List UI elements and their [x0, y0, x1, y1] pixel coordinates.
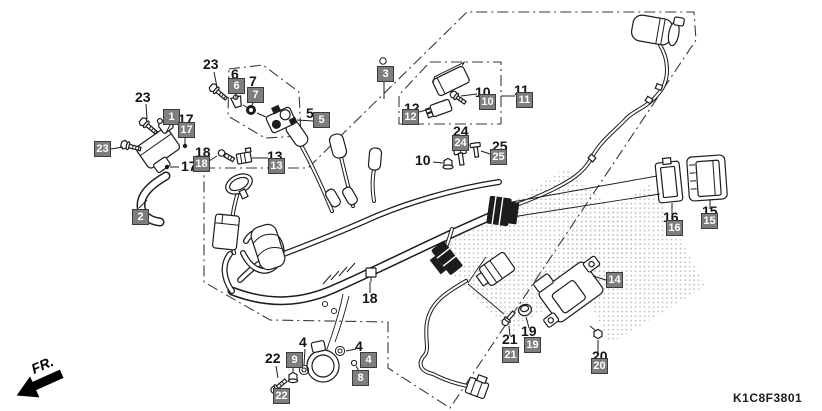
part-callout-box-23[interactable]: 23 — [94, 141, 111, 157]
bolt-23-mid — [138, 117, 159, 135]
bolt-21 — [501, 310, 516, 327]
dark-connector-cluster — [429, 241, 463, 275]
part-connector-15 — [686, 154, 728, 202]
part-number-text: 17 — [181, 158, 197, 174]
clip-13a — [217, 149, 236, 163]
bolt-23-top — [208, 83, 229, 101]
part-callout-box-20[interactable]: 20 — [591, 358, 608, 374]
part-fuse — [432, 61, 470, 97]
diagram-code: K1C8F3801 — [733, 391, 803, 405]
part-callout-box-4[interactable]: 4 — [360, 352, 377, 368]
part-callout-box-2[interactable]: 2 — [132, 209, 149, 225]
nut-19 — [517, 303, 533, 317]
part-callout-box-25[interactable]: 25 — [490, 149, 507, 165]
part-number-text: 7 — [249, 73, 257, 89]
part-callout-box-13[interactable]: 13 — [268, 158, 285, 174]
horn-wire — [321, 293, 350, 353]
part-callout-box-16[interactable]: 16 — [666, 220, 683, 236]
clip-25 — [469, 141, 481, 158]
part-callout-box-3[interactable]: 3 — [377, 66, 394, 82]
bolt-23-left — [119, 139, 142, 152]
part-callout-box-24[interactable]: 24 — [452, 135, 469, 151]
part-connector-16 — [654, 157, 684, 204]
part-number-text: 5 — [306, 105, 314, 121]
part-callout-box-10[interactable]: 10 — [479, 94, 496, 110]
harness-main-trunk — [221, 179, 511, 306]
part-number-text: 18 — [362, 290, 378, 306]
screw-8 — [350, 359, 358, 367]
part-connector-12 — [424, 98, 453, 119]
screw-dot-17b — [164, 164, 170, 170]
dashed-outline-main — [203, 11, 697, 409]
part-number-text: 22 — [265, 350, 281, 366]
screw-dot-17a — [182, 143, 188, 149]
part-number-text: 10 — [415, 152, 431, 168]
part-switch-5 — [265, 104, 298, 134]
loop-end-connector — [464, 373, 490, 399]
part-callout-box-6[interactable]: 6 — [228, 78, 245, 94]
ring-clip-3 — [379, 57, 387, 65]
nut-20 — [593, 328, 603, 340]
part-callout-box-15[interactable]: 15 — [701, 213, 718, 229]
trunk-end-connector — [486, 195, 520, 227]
part-callout-box-14[interactable]: 14 — [606, 272, 623, 288]
part-callout-box-18[interactable]: 18 — [193, 156, 210, 172]
part-callout-box-12[interactable]: 12 — [402, 109, 419, 125]
washer-7 — [246, 105, 256, 115]
fr-arrow — [16, 369, 64, 398]
part-number-text: 24 — [453, 123, 469, 139]
relay-on-harness — [475, 251, 516, 287]
spark-plug-wire — [506, 43, 669, 210]
sub-harness-loop — [418, 279, 475, 389]
part-number-text: 19 — [521, 323, 537, 339]
part-boot — [136, 171, 171, 227]
washer-4-right — [334, 345, 346, 357]
grommet-6 — [230, 94, 242, 109]
part-callout-box-9[interactable]: 9 — [286, 352, 303, 368]
part-callout-box-21[interactable]: 21 — [502, 347, 519, 363]
part-callout-box-7[interactable]: 7 — [247, 87, 264, 103]
part-number-text: 4 — [299, 334, 307, 350]
dashed-outline-fuse-box — [398, 61, 502, 125]
part-number-text: 18 — [195, 144, 211, 160]
spark-plug-cap — [630, 14, 685, 47]
part-number-text: 6 — [231, 66, 239, 82]
harness-clip-18 — [365, 267, 377, 282]
part-callout-box-19[interactable]: 19 — [524, 337, 541, 353]
part-ecu-14 — [533, 255, 604, 328]
injector-boots — [285, 121, 383, 208]
fuse-bolt-10 — [449, 90, 467, 105]
leader-lines — [110, 71, 711, 379]
nut-10 — [442, 157, 454, 170]
part-number-text: 4 — [355, 338, 363, 354]
left-connector-cluster — [211, 173, 286, 271]
part-callout-box-11[interactable]: 11 — [516, 92, 533, 108]
clip-13b — [235, 147, 253, 165]
part-callout-box-8[interactable]: 8 — [352, 370, 369, 386]
washer-4-left — [298, 364, 310, 376]
part-callout-box-22[interactable]: 22 — [273, 388, 290, 404]
part-number-text: 23 — [203, 56, 219, 72]
part-callout-box-17[interactable]: 17 — [178, 122, 195, 138]
part-number-text: 21 — [502, 331, 518, 347]
part-horn — [306, 340, 340, 383]
part-callout-box-5[interactable]: 5 — [313, 112, 330, 128]
part-callout-box-1[interactable]: 1 — [163, 109, 180, 125]
part-number-text: 23 — [135, 89, 151, 105]
nut-9 — [287, 371, 299, 384]
